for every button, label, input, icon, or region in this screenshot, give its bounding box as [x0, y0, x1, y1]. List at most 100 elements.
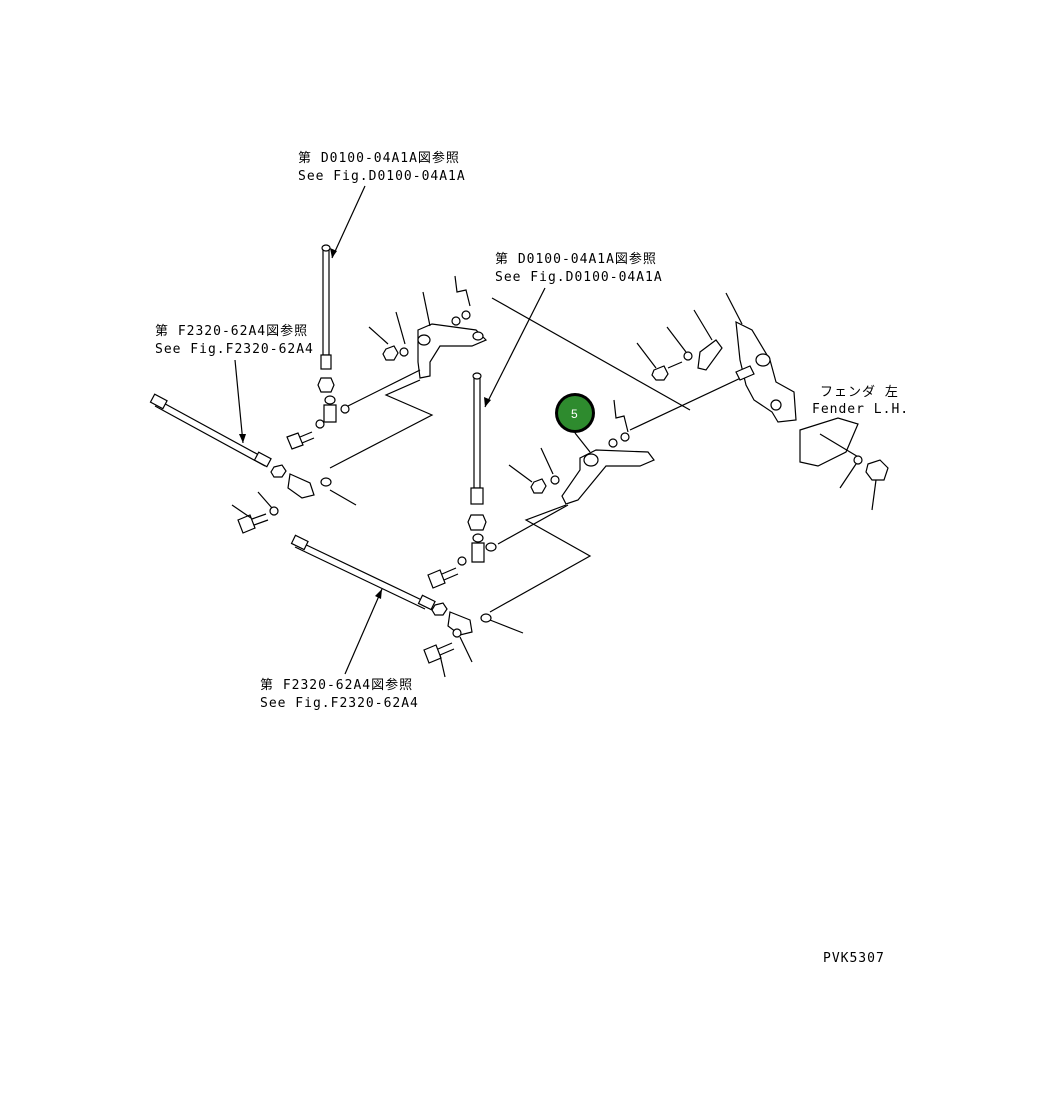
upper-link-rod	[149, 393, 357, 506]
bellcrank-body	[417, 323, 488, 379]
bolt-head	[423, 644, 442, 664]
reference-en-text: See Fig.F2320-62A4	[155, 342, 314, 357]
connector-line	[347, 369, 421, 407]
callout-fill	[558, 396, 592, 430]
bellcrank-body	[561, 449, 655, 505]
reference-en-text: See Fig.D0100-04A1A	[298, 169, 466, 184]
rod-end-right	[253, 451, 272, 468]
bolt-shank-top	[441, 567, 457, 575]
washer	[399, 347, 409, 357]
rod-end	[320, 354, 332, 370]
fender-label: フェンダ 左 Fender L.H.	[812, 385, 908, 417]
bolt-shank-bottom	[253, 519, 269, 526]
reference-d0100-mid: 第 D0100-04A1A図参照 See Fig.D0100-04A1A	[484, 251, 663, 408]
left-bolt-group	[231, 491, 279, 534]
leader-line	[368, 326, 389, 345]
leader-arrow	[484, 287, 546, 408]
fender-bracket-assembly	[636, 292, 889, 511]
leader-line	[871, 479, 877, 511]
bolt-shank-top	[437, 642, 453, 650]
washer	[485, 542, 497, 552]
reference-d0100-top: 第 D0100-04A1A図参照 See Fig.D0100-04A1A	[298, 150, 466, 259]
hex-nut	[431, 602, 448, 616]
rod-line-bottom	[294, 546, 426, 610]
joint-socket	[471, 542, 485, 563]
bolt-head	[286, 432, 304, 450]
joint-socket	[323, 404, 337, 423]
leader-line	[666, 326, 687, 353]
reference-jp-text: 第 D0100-04A1A図参照	[495, 251, 657, 267]
hex-nut	[270, 464, 287, 478]
bracket-pivot	[755, 353, 771, 367]
leader-line	[508, 464, 533, 483]
rod-end-left	[149, 393, 168, 410]
bolt-shank-top	[299, 431, 313, 438]
lower-bellcrank	[489, 375, 746, 613]
middle-bolt-group	[427, 542, 497, 589]
upper-bellcrank	[329, 275, 691, 469]
lower-link-rod	[290, 534, 524, 636]
washer	[853, 455, 863, 465]
arrow-head	[330, 248, 337, 258]
rod-clevis	[735, 365, 755, 381]
rod-line-top	[297, 540, 429, 604]
washer	[480, 613, 492, 623]
hex-nut	[317, 377, 335, 393]
reference-en-text: See Fig.F2320-62A4	[260, 696, 419, 711]
leader-line	[439, 654, 446, 678]
fender-axis-line	[819, 433, 861, 459]
sub-assembly-bracket	[489, 504, 592, 613]
leader-line	[636, 342, 657, 369]
leader-line	[725, 292, 743, 325]
reference-jp-text: 第 F2320-62A4図参照	[260, 677, 413, 693]
pivot-boss	[583, 453, 599, 467]
leader-arrow	[234, 359, 244, 444]
bolt-shank-bottom	[439, 648, 455, 656]
bracket-hole	[770, 399, 782, 411]
washer	[452, 628, 462, 638]
leader-line	[395, 311, 406, 345]
reference-jp-text: 第 D0100-04A1A図参照	[298, 150, 460, 166]
rod-tip	[321, 244, 331, 252]
lever-clip	[697, 339, 723, 371]
leader-line	[574, 432, 591, 453]
reference-f2320-left: 第 F2320-62A4図参照 See Fig.F2320-62A4	[155, 323, 314, 444]
washer	[340, 404, 350, 414]
leader-arrow	[331, 185, 366, 259]
sub-assembly-bracket	[329, 379, 434, 469]
joint-ball	[324, 395, 336, 405]
bolt-head	[865, 459, 889, 481]
connector-line	[497, 504, 569, 545]
clevis	[447, 611, 473, 636]
callout-number: 5	[571, 407, 578, 421]
washer	[683, 351, 693, 361]
leader-line	[489, 619, 524, 634]
leader-line	[540, 447, 554, 475]
bolt-shank	[667, 361, 683, 369]
leader-line	[693, 309, 713, 341]
bolt-shank-top	[251, 513, 267, 520]
hex-nut	[382, 345, 399, 361]
pivot-boss	[417, 334, 431, 346]
leader-line	[257, 491, 273, 509]
rod-line-top	[157, 399, 269, 461]
frame-guide-line	[491, 297, 691, 411]
washer	[451, 316, 461, 326]
rod-tip	[472, 372, 482, 380]
reference-en-text: See Fig.D0100-04A1A	[495, 270, 663, 285]
arrow-head	[239, 434, 246, 443]
connector-line	[629, 375, 746, 431]
washer	[550, 475, 560, 485]
washer	[461, 310, 471, 320]
end-boss	[472, 331, 484, 341]
leader-line	[459, 636, 473, 663]
callout-5[interactable]: 5	[555, 393, 595, 433]
washer	[608, 438, 618, 448]
rod-body	[322, 249, 330, 356]
bolt-head	[427, 569, 446, 589]
bolt-shank-bottom	[443, 573, 459, 581]
joint-ball	[472, 533, 484, 543]
reference-jp-text: 第 F2320-62A4図参照	[155, 323, 308, 339]
fender-jp-text: フェンダ 左	[820, 385, 899, 400]
